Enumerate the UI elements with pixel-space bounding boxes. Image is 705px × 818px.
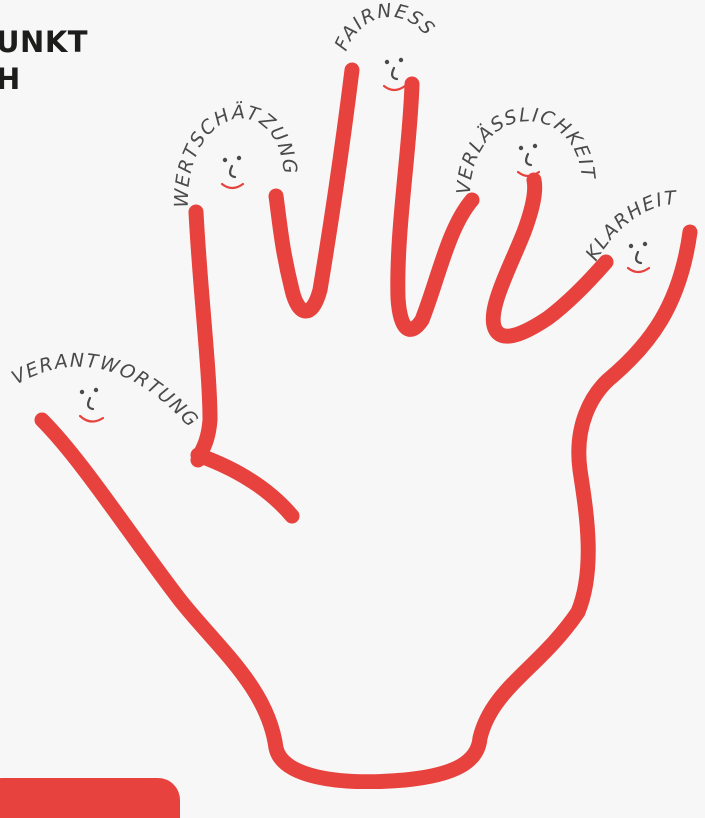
middle-finger xyxy=(276,70,352,311)
label-klarheit: KLARHEIT xyxy=(581,187,678,264)
face-klarheit-icon xyxy=(628,242,649,272)
palm-outline xyxy=(42,232,690,782)
thumb-joint xyxy=(198,455,292,516)
ring-finger xyxy=(398,84,472,329)
pinky-finger xyxy=(493,180,606,336)
label-fairness: FAIRNESS xyxy=(330,0,439,54)
hand-illustration: VERANTWORTUNG WERTSCHÄTZUNG FAIRNESS VER… xyxy=(0,0,705,789)
face-wertschaetzung-icon xyxy=(222,156,243,188)
bottom-tab[interactable] xyxy=(0,778,180,818)
face-verantwortung-icon xyxy=(80,388,103,422)
face-fairness-icon xyxy=(384,58,405,90)
face-verlaesslichkeit-icon xyxy=(518,144,539,176)
label-verlaesslichkeit: VERLÄSSLICHKEIT xyxy=(453,104,599,195)
index-finger xyxy=(196,212,210,460)
